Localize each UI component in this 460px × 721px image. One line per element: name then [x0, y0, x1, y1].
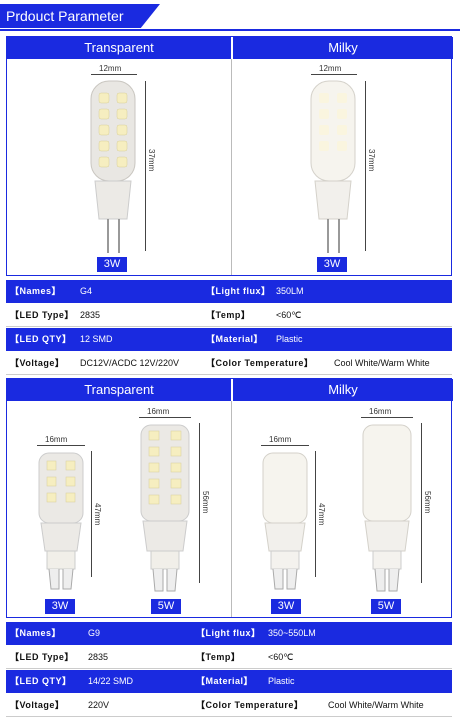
spec-row-led-qty: 【LED QTY】 14/22 SMD 【Material】 Plastic	[6, 670, 452, 693]
spec-label: 【LED QTY】	[10, 676, 72, 686]
spec-label: 【Material】	[206, 334, 264, 344]
height-line	[91, 451, 92, 577]
width-dimension: 12mm	[99, 64, 122, 73]
spec-value: 2835	[88, 652, 109, 662]
height-dimension: 37mm	[367, 149, 376, 172]
g9-milky-3w-bulb-image	[262, 452, 308, 590]
spec-row-led-qty: 【LED QTY】 12 SMD 【Material】 Plastic	[6, 328, 452, 351]
spec-row-names: 【Names】 G9 【Light flux】 350~550LM	[6, 622, 452, 645]
spec-label: 【Names】	[10, 628, 62, 638]
spec-label: 【Color Temperature】	[196, 700, 304, 710]
width-line	[361, 417, 413, 418]
height-dimension: 56mm	[423, 491, 432, 514]
height-line	[145, 81, 146, 251]
image-divider	[231, 59, 232, 275]
spec-value: Plastic	[276, 334, 303, 344]
width-line	[37, 445, 85, 446]
g9-milky-5w-bulb-image	[362, 424, 412, 592]
spec-value: <60℃	[276, 310, 302, 320]
spec-label: 【Voltage】	[10, 358, 65, 368]
spec-value: 2835	[80, 310, 101, 320]
width-dimension: 12mm	[319, 64, 342, 73]
spec-value: G4	[80, 286, 93, 296]
spec-label: 【LED Type】	[10, 310, 74, 320]
g4-transparent-bulb-image	[90, 80, 136, 253]
transparent-header: Transparent	[7, 37, 231, 59]
spec-label: 【LED QTY】	[10, 334, 72, 344]
spec-label: 【Light flux】	[206, 286, 271, 296]
height-line	[199, 423, 200, 583]
height-dimension: 56mm	[201, 491, 210, 514]
width-line	[311, 74, 357, 75]
page-title: Prdouct Parameter	[0, 4, 160, 28]
height-line	[421, 423, 422, 583]
power-badge-5w: 5W	[371, 599, 401, 614]
height-dimension: 47mm	[93, 503, 102, 526]
spec-value: DC12V/ACDC 12V/220V	[80, 358, 180, 368]
spec-row-led-type: 【LED Type】 2835 【Temp】 <60℃	[6, 646, 452, 669]
spec-value: Cool White/Warm White	[328, 700, 424, 710]
spec-label: 【Material】	[196, 676, 254, 686]
header-divider	[231, 379, 233, 401]
milky-header: Milky	[233, 37, 453, 59]
power-badge-3w: 3W	[271, 599, 301, 614]
height-dimension: 47mm	[317, 503, 326, 526]
spec-label: 【LED Type】	[10, 652, 74, 662]
spec-row-led-type: 【LED Type】 2835 【Temp】 <60℃	[6, 304, 452, 327]
spec-value: 350LM	[276, 286, 304, 296]
spec-label: 【Color Temperature】	[206, 358, 314, 368]
spec-value: 350~550LM	[268, 628, 316, 638]
spec-value: 220V	[88, 700, 110, 710]
spec-row-names: 【Names】 G4 【Light flux】 350LM	[6, 280, 452, 303]
spec-value: Plastic	[268, 676, 295, 686]
spec-label: 【Light flux】	[196, 628, 261, 638]
power-badge-3w: 3W	[317, 257, 347, 272]
g4-milky-bulb-image	[310, 80, 356, 253]
width-dimension: 16mm	[369, 407, 392, 416]
width-line	[91, 74, 137, 75]
spec-row-voltage: 【Voltage】 220V 【Color Temperature】 Cool …	[6, 694, 452, 717]
spec-label: 【Names】	[10, 286, 62, 296]
width-dimension: 16mm	[45, 435, 68, 444]
spec-value: 14/22 SMD	[88, 676, 134, 686]
spec-label: 【Temp】	[206, 310, 251, 320]
g4-image-panel: Transparent Milky 12mm 37mm 3W 12mm 37mm	[6, 36, 453, 276]
height-dimension: 37mm	[147, 149, 156, 172]
spec-value: 12 SMD	[80, 334, 113, 344]
spec-label: 【Voltage】	[10, 700, 65, 710]
width-dimension: 16mm	[147, 407, 170, 416]
image-divider	[231, 401, 232, 617]
g9-image-panel: Transparent Milky 16mm 47mm 3W 16mm 56mm	[6, 378, 453, 618]
power-badge-3w: 3W	[45, 599, 75, 614]
power-badge-3w: 3W	[97, 257, 127, 272]
spec-row-voltage: 【Voltage】 DC12V/ACDC 12V/220V 【Color Tem…	[6, 352, 452, 375]
transparent-header: Transparent	[7, 379, 231, 401]
width-dimension: 16mm	[269, 435, 292, 444]
power-badge-5w: 5W	[151, 599, 181, 614]
spec-value: <60℃	[268, 652, 294, 662]
height-line	[315, 451, 316, 577]
height-line	[365, 81, 366, 251]
title-divider	[0, 29, 460, 31]
spec-value: Cool White/Warm White	[334, 358, 430, 368]
g9-transparent-5w-bulb-image	[140, 424, 190, 592]
milky-header: Milky	[233, 379, 453, 401]
header-divider	[231, 37, 233, 59]
spec-label: 【Temp】	[196, 652, 241, 662]
g9-transparent-3w-bulb-image	[38, 452, 84, 590]
width-line	[139, 417, 191, 418]
spec-value: G9	[88, 628, 101, 638]
width-line	[261, 445, 309, 446]
